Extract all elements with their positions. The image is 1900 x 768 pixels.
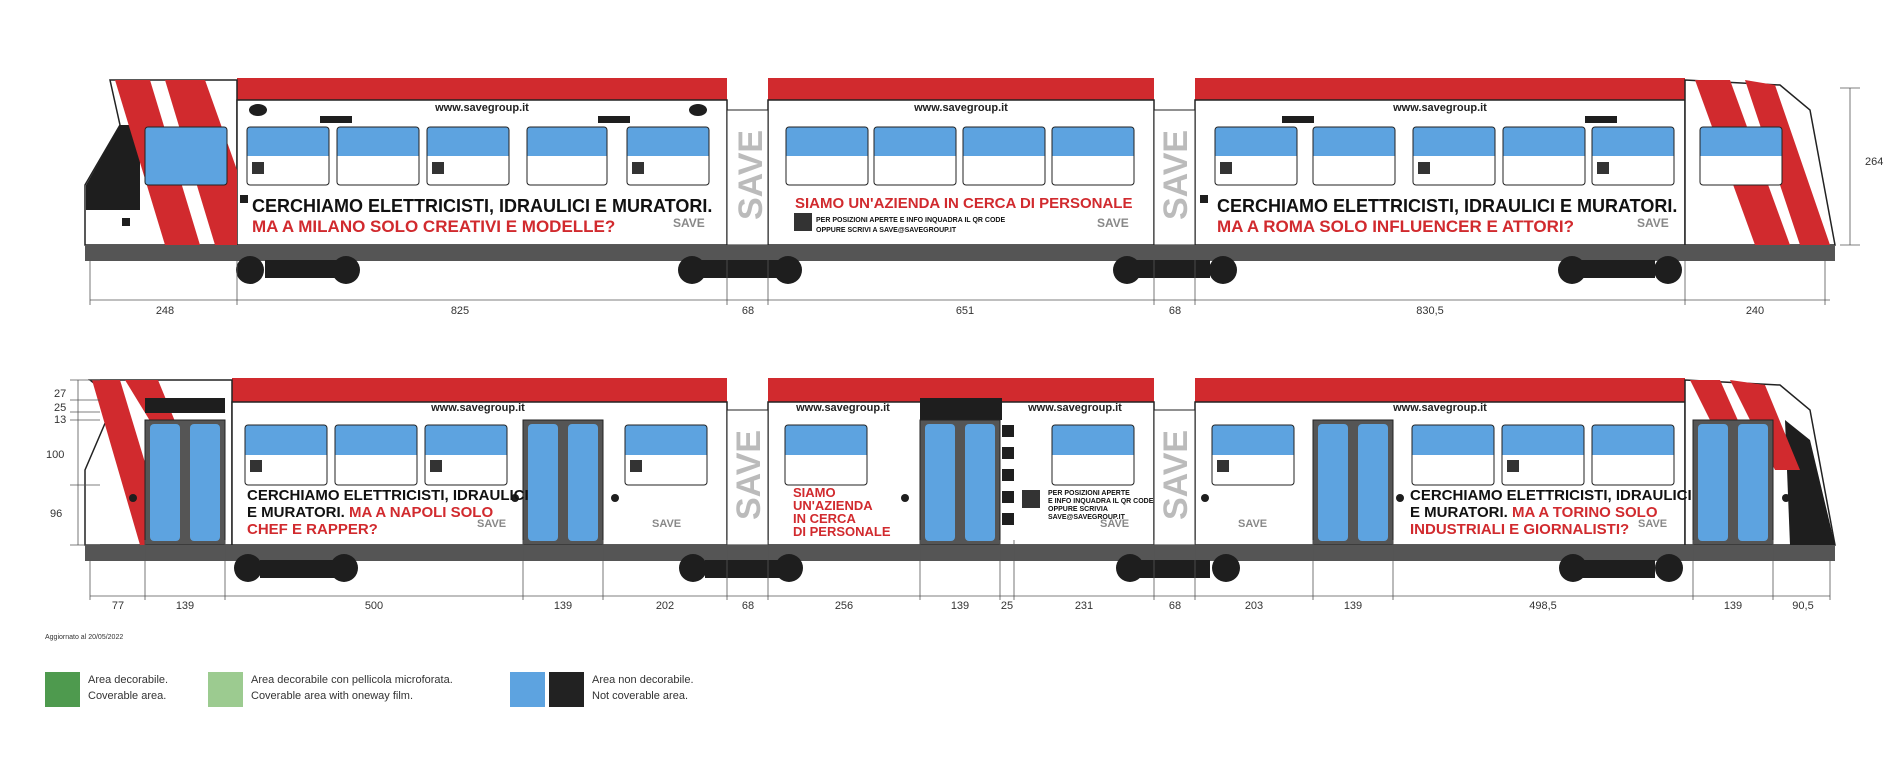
- dim-label: 139: [176, 600, 194, 612]
- dim-label: 830,5: [1416, 305, 1444, 317]
- connector: [726, 109, 769, 246]
- save-logo-vertical: SAVE: [732, 130, 770, 220]
- dim-label: 90,5: [1792, 600, 1813, 612]
- dim-label: 240: [1746, 305, 1764, 317]
- dim-label: 68: [1169, 600, 1181, 612]
- url-label: www.savegroup.it: [913, 102, 1008, 114]
- save-logo: SAVE: [652, 518, 681, 530]
- ad-subline: MA A ROMA SOLO INFLUENCER E ATTORI?: [1217, 217, 1574, 236]
- ad-info: OPPURE SCRIVI A SAVE@SAVEGROUP.IT: [816, 227, 957, 234]
- roof-red: [237, 78, 727, 100]
- legend-label: Coverable area.: [88, 690, 167, 702]
- dim-height-label: 13: [54, 414, 66, 426]
- roof-red: [768, 78, 1154, 100]
- save-logo-vertical: SAVE: [730, 430, 768, 520]
- save-logo: SAVE: [1097, 216, 1129, 230]
- legend-label: Not coverable area.: [592, 690, 688, 702]
- legend-swatch-blue: [510, 672, 545, 707]
- ad-headline: IN CERCA: [793, 511, 856, 526]
- dim-label: 139: [951, 600, 969, 612]
- dim-label: 498,5: [1529, 600, 1557, 612]
- ad-subline: INDUSTRIALI E GIORNALISTI?: [1410, 521, 1629, 538]
- dim-label: 202: [656, 600, 674, 612]
- legend-label: Coverable area with oneway film.: [251, 690, 414, 702]
- ad-headline-2: E MURATORI. MA A NAPOLI SOLO: [247, 504, 493, 521]
- dim-label: 139: [554, 600, 572, 612]
- ad-headline: CERCHIAMO ELETTRICISTI, IDRAULICI E MURA…: [252, 196, 712, 216]
- dim-label: 203: [1245, 600, 1263, 612]
- url-label: www.savegroup.it: [1392, 102, 1487, 114]
- legend-swatch-green: [45, 672, 80, 707]
- ad-subline: CHEF E RAPPER?: [247, 521, 378, 538]
- dim-height-label: 96: [50, 508, 62, 520]
- dim-height-label: 264: [1865, 156, 1883, 168]
- ad-headline-2: E MURATORI. MA A TORINO SOLO: [1410, 504, 1658, 521]
- dim-label: 77: [112, 600, 124, 612]
- ad-headline: CERCHIAMO ELETTRICISTI, IDRAULICI: [247, 487, 529, 504]
- train-top: www.savegroup.it www.savegroup.it www.sa…: [84, 78, 1883, 317]
- legend-oneway: Area decorabile con pellicola microforat…: [208, 672, 453, 707]
- dim-label: 68: [742, 305, 754, 317]
- url-label: www.savegroup.it: [434, 102, 529, 114]
- ad-headline: SIAMO UN'AZIENDA IN CERCA DI PERSONALE: [795, 195, 1132, 212]
- save-logo: SAVE: [673, 216, 705, 230]
- legend-label: Area decorabile con pellicola microforat…: [251, 674, 453, 686]
- ad-headline: CERCHIAMO ELETTRICISTI, IDRAULICI: [1410, 487, 1692, 504]
- ad-info: PER POSIZIONI APERTE E INFO INQUADRA IL …: [816, 217, 1005, 224]
- save-logo: SAVE: [1637, 216, 1669, 230]
- save-logo: SAVE: [1100, 518, 1129, 530]
- save-logo: SAVE: [1238, 518, 1267, 530]
- ad-info: OPPURE SCRIVIA: [1048, 506, 1108, 513]
- url-label: www.savegroup.it: [1027, 402, 1122, 414]
- ad-headline: UN'AZIENDA: [793, 498, 873, 513]
- cab-black-left: [86, 125, 140, 210]
- ad-info: E INFO INQUADRA IL QR CODE: [1048, 498, 1154, 505]
- dim-height-label: 27: [54, 388, 66, 400]
- dim-height-label: 100: [46, 449, 64, 461]
- dim-label: 139: [1724, 600, 1742, 612]
- url-label: www.savegroup.it: [795, 402, 890, 414]
- dim-label: 651: [956, 305, 974, 317]
- legend-coverable: Area decorabile. Coverable area.: [45, 672, 168, 707]
- connector: [1153, 109, 1196, 246]
- dim-label: 256: [835, 600, 853, 612]
- dim-label: 500: [365, 600, 383, 612]
- legend-swatch-black: [549, 672, 584, 707]
- legend-label: Area non decorabile.: [592, 674, 694, 686]
- ad-info: PER POSIZIONI APERTE: [1048, 490, 1130, 497]
- save-logo: SAVE: [1638, 518, 1667, 530]
- train-bottom: www.savegroup.it www.savegroup.it www.sa…: [46, 378, 1836, 612]
- dim-label: 25: [1001, 600, 1013, 612]
- ad-headline: CERCHIAMO ELETTRICISTI, IDRAULICI E MURA…: [1217, 196, 1677, 216]
- roof-red: [1195, 78, 1685, 100]
- ad-headline: DI PERSONALE: [793, 524, 891, 539]
- url-label: www.savegroup.it: [1392, 402, 1487, 414]
- dim-label: 68: [742, 600, 754, 612]
- dim-label: 231: [1075, 600, 1093, 612]
- dim-label: 139: [1344, 600, 1362, 612]
- url-label: www.savegroup.it: [430, 402, 525, 414]
- underframe: [85, 245, 1835, 261]
- legend-not-coverable: Area non decorabile. Not coverable area.: [510, 672, 694, 707]
- save-logo: SAVE: [477, 518, 506, 530]
- train-diagram: www.savegroup.it www.savegroup.it www.sa…: [46, 78, 1883, 612]
- dim-height-label: 25: [54, 402, 66, 414]
- updated-date: Aggiornato al 20/05/2022: [45, 634, 124, 641]
- ad-headline: SIAMO: [793, 485, 836, 500]
- save-logo-vertical: SAVE: [1157, 130, 1195, 220]
- dim-label: 248: [156, 305, 174, 317]
- legend-label: Area decorabile.: [88, 674, 169, 686]
- legend-swatch-lightgreen: [208, 672, 243, 707]
- dim-label: 825: [451, 305, 469, 317]
- save-logo-vertical: SAVE: [1157, 430, 1195, 520]
- ad-info: SAVE@SAVEGROUP.IT: [1048, 514, 1126, 521]
- dim-label: 68: [1169, 305, 1181, 317]
- ad-subline: MA A MILANO SOLO CREATIVI E MODELLE?: [252, 217, 615, 236]
